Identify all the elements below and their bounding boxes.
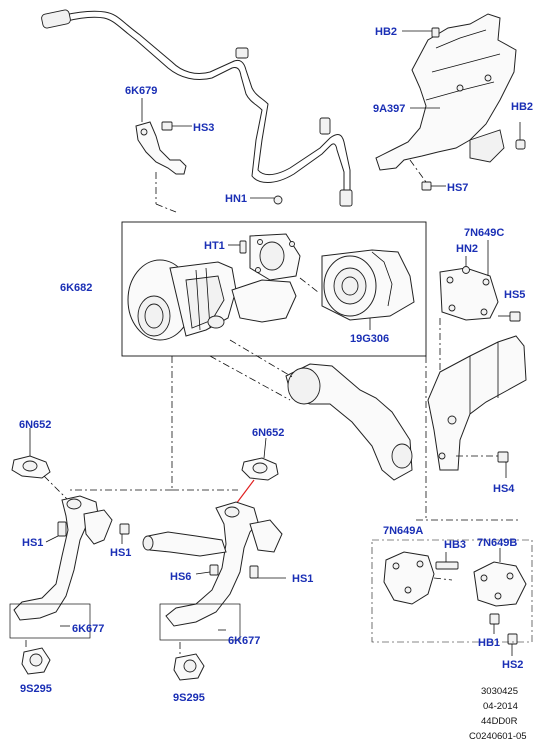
bolt-hb1 — [489, 613, 500, 634]
bolt-hs2 — [507, 633, 518, 656]
bolt-hs6 — [195, 564, 219, 576]
label-hs5: HS5 — [504, 289, 525, 301]
red-indicator-arrow — [235, 479, 255, 505]
label-hs1-left-a: HS1 — [22, 537, 43, 549]
label-hs4: HS4 — [493, 483, 515, 495]
gasket-6n652-left — [11, 455, 51, 479]
bolt-hs5 — [498, 311, 521, 322]
bracket-box-right — [371, 539, 533, 643]
turbocharger-6k682 — [127, 259, 297, 341]
label-hs1-left-b: HS1 — [110, 547, 131, 559]
bolt-hb3 — [435, 552, 459, 570]
nut-hn2 — [462, 256, 470, 274]
label-hb3: HB3 — [444, 539, 466, 551]
bracket-7n649a — [383, 551, 435, 605]
engine-mount-bracket — [427, 335, 527, 471]
footer-line-4: C0240601-05 — [469, 731, 527, 742]
label-7n649a: 7N649A — [383, 525, 423, 537]
label-6n652-left: 6N652 — [19, 419, 51, 431]
oil-drain-pipe-6k677-left — [13, 495, 113, 621]
label-hn1: HN1 — [225, 193, 247, 205]
heat-shield-9a397 — [375, 13, 517, 171]
bolt-hb2-top — [402, 27, 440, 38]
label-hs3: HS3 — [193, 122, 214, 134]
pipe-clip-box-mid — [159, 603, 241, 641]
bolt-hs4 — [497, 451, 509, 478]
catalyst-19g306 — [321, 249, 415, 321]
label-ht1: HT1 — [204, 240, 225, 252]
label-6k677-left: 6K677 — [72, 623, 104, 635]
bolt-hs1-left-a — [45, 521, 67, 543]
label-7n649c: 7N649C — [464, 227, 504, 239]
bolt-hb2-right — [515, 122, 526, 150]
bracket-7n649b — [473, 561, 527, 607]
label-19g306: 19G306 — [350, 333, 389, 345]
label-6k677-mid: 6K677 — [228, 635, 260, 647]
exhaust-elbow — [285, 363, 413, 481]
label-6k679: 6K679 — [125, 85, 157, 97]
label-hs7: HS7 — [447, 182, 468, 194]
footer-line-2: 04-2014 — [483, 701, 518, 712]
pipe-clip-box-left — [9, 603, 91, 639]
stud-ht1 — [228, 240, 247, 254]
footer-line-3: 44DD0R — [481, 716, 518, 727]
label-hn2: HN2 — [456, 243, 478, 255]
label-6k682: 6K682 — [60, 282, 92, 294]
label-hb2-right: HB2 — [511, 101, 533, 113]
bolt-hs1-left-b — [119, 523, 130, 544]
nut-hn1 — [250, 195, 283, 205]
flange-gasket — [249, 233, 301, 281]
oil-drain-pipe-6k677-mid — [142, 501, 283, 627]
label-9s295-left: 9S295 — [20, 683, 52, 695]
label-hs2: HS2 — [502, 659, 523, 671]
label-7n649b: 7N649B — [477, 537, 517, 549]
label-hb2-top: HB2 — [375, 26, 397, 38]
clip-9s295-mid — [173, 653, 205, 681]
label-hs6: HS6 — [170, 571, 191, 583]
bracket-7n649c — [439, 267, 499, 321]
label-hb1: HB1 — [478, 637, 500, 649]
bolt-hs1-mid — [249, 565, 286, 579]
label-6n652-mid: 6N652 — [252, 427, 284, 439]
label-9a397: 9A397 — [373, 103, 405, 115]
oil-feed-pipe — [41, 9, 353, 207]
clip-9s295-left — [21, 647, 51, 675]
footer-line-1: 3030425 — [481, 686, 518, 697]
label-hs1-mid: HS1 — [292, 573, 313, 585]
bolt-hs3 — [161, 121, 192, 131]
turbocharger-assembly-box — [121, 221, 427, 357]
label-9s295-mid: 9S295 — [173, 692, 205, 704]
gasket-6n652-mid — [241, 457, 279, 481]
oil-return-pipe-6k679 — [135, 121, 187, 175]
bolt-hs7 — [409, 159, 446, 191]
